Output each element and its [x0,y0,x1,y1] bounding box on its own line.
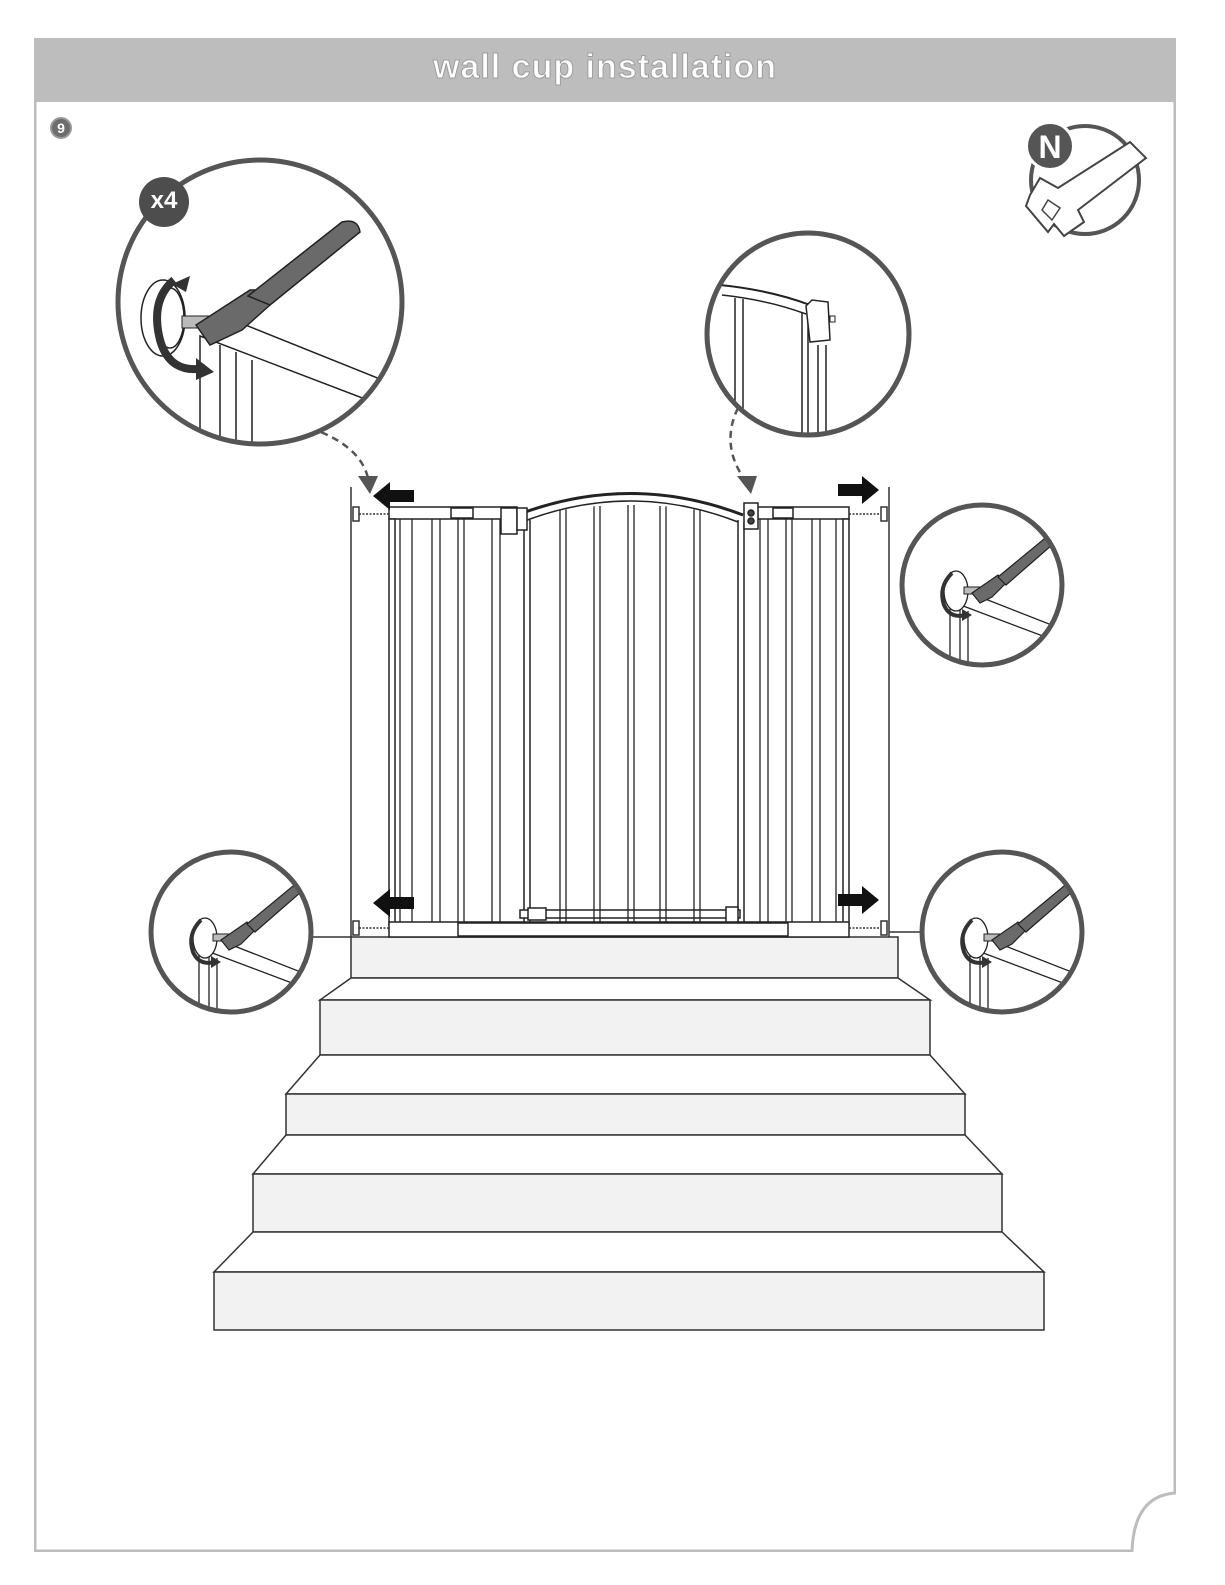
gate-bars [400,505,836,922]
quantity-badge: x4 [139,177,189,227]
walls [310,487,925,937]
stair-step-5 [214,1272,1044,1330]
wall-cup-detail-bottom-left [151,852,321,1034]
wall-cup-detail-top-right [902,505,1072,687]
quantity-text: x4 [139,187,189,215]
direction-arrow-icon [373,476,879,917]
wall-cup-detail-bottom-right [922,852,1092,1034]
stair-step-1 [351,937,898,978]
tool-letter: N [1028,129,1072,166]
stair-step-2 [320,1000,930,1055]
stair-step-4 [253,1174,1002,1232]
pressure-bolts [353,507,887,935]
staircase [214,937,1044,1330]
tool-letter-badge: N [1025,121,1075,171]
stair-step-3 [286,1094,965,1135]
